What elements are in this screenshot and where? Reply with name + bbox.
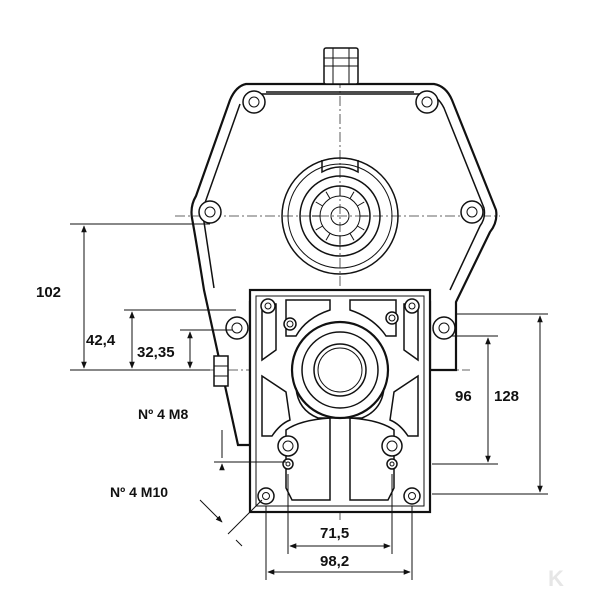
dimension-42-4: 42,4 <box>86 309 236 369</box>
spline-tooth <box>349 191 355 199</box>
spline-tooth <box>325 233 331 241</box>
dimension-label-128: 128 <box>494 388 519 405</box>
watermark-letter: K <box>548 566 564 591</box>
spline-tooth <box>325 191 331 199</box>
dimension-71-5: 71,5 <box>287 474 393 554</box>
m10-hole-lower-right <box>381 435 403 470</box>
housing-bolt-lower-left <box>225 316 249 340</box>
mounting-flange <box>248 288 432 514</box>
housing-bolt-mid-left <box>198 200 222 224</box>
side-plug <box>213 355 229 387</box>
dimension-label-42-4: 42,4 <box>86 332 116 349</box>
callout-m10: Nº 4 M10 <box>110 484 263 547</box>
flange-bolt-bottom-right <box>403 487 421 505</box>
shaft-spline <box>312 188 368 244</box>
callout-m8: Nº 4 M8 <box>138 406 286 471</box>
flange-bolt-top-right <box>404 298 420 314</box>
m8-hole-upper-right <box>385 311 399 325</box>
flange-bolt-top-left <box>260 298 276 314</box>
spline-tooth <box>357 225 365 231</box>
dimension-96: 96 <box>432 335 498 465</box>
housing-bolt-lower-right <box>432 316 456 340</box>
callout-label-m8: Nº 4 M8 <box>138 406 188 422</box>
dimension-102: 102 <box>36 223 210 371</box>
dimension-label-96: 96 <box>455 388 472 405</box>
dimension-98-2: 98,2 <box>265 506 413 580</box>
brand-watermark: K <box>548 566 564 591</box>
m8-hole-upper-left <box>283 317 297 331</box>
dimension-label-71-5: 71,5 <box>320 525 349 542</box>
dimension-label-32-35: 32,35 <box>137 344 175 361</box>
housing-bolt-top-right <box>415 90 439 114</box>
m10-hole-lower-left <box>277 435 299 470</box>
dimension-label-102: 102 <box>36 284 61 301</box>
breather-plug <box>323 47 359 85</box>
dimension-32-35: 32,35 <box>137 329 232 369</box>
housing-bolt-top-left <box>242 90 266 114</box>
spline-tooth <box>315 225 323 231</box>
spline-tooth <box>357 201 365 207</box>
dimension-128: 128 <box>432 313 548 495</box>
callout-label-m10: Nº 4 M10 <box>110 484 168 500</box>
dimension-label-98-2: 98,2 <box>320 553 349 570</box>
spline-tooth <box>315 201 323 207</box>
housing-bolt-mid-right <box>460 200 484 224</box>
spline-tooth <box>349 233 355 241</box>
